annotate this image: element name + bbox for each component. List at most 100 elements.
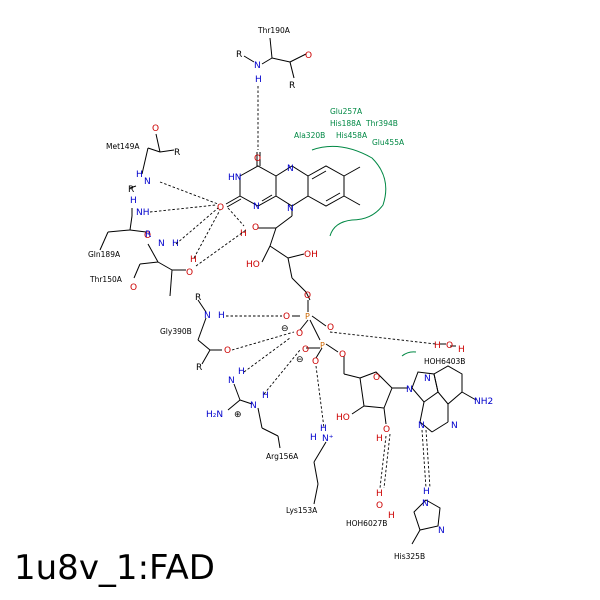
atom-h-gly390b: H (218, 311, 225, 321)
label-his458a: His458A (336, 131, 368, 140)
ribose-ring (351, 371, 408, 425)
atom-n5: N (287, 164, 294, 174)
label-met149a: Met149A (106, 142, 140, 151)
atom-o-p1b: O (296, 329, 303, 339)
atom-nh-gln189a: NH (136, 208, 150, 218)
atom-r-thr150a: R (145, 230, 151, 240)
structure-caption: 1u8v_1:FAD (14, 548, 215, 588)
atom-n-arg-nh1: N (228, 376, 235, 386)
label-gln189a: Gln189A (88, 250, 121, 259)
charge-minus-1: ⊖ (281, 324, 289, 334)
atom-o4-ribose: O (373, 373, 380, 383)
atom-nd1-his325b: N (422, 499, 429, 509)
atom-h2-lys: H (320, 424, 327, 434)
atom-p2: P (320, 341, 325, 350)
atom-h1-hoh6403b: H (434, 341, 441, 351)
residue-met149a (129, 133, 175, 189)
adenine-rings (411, 365, 477, 433)
atom-ne2-his325b: N (438, 526, 445, 536)
atom-n-arg-ne: N (250, 401, 257, 411)
atom-h-met149a: H (136, 170, 143, 180)
atom-o-p2a: O (302, 345, 309, 355)
label-his188a: His188A (330, 119, 362, 128)
atom-nh2-adenine: NH2 (474, 397, 493, 407)
residue-thr150a (133, 243, 186, 297)
atom-h-gln189a: H (130, 196, 137, 206)
atom-o5-ribityl: O (304, 291, 311, 301)
atom-h-thr150a: H (172, 239, 179, 249)
label-gly390b: Gly390B (160, 327, 192, 336)
isoalloxazine-rings (225, 152, 361, 229)
atom-h-ribityl: H (240, 229, 247, 239)
residue-gly390b (197, 299, 222, 365)
atom-n-met149a: N (144, 177, 151, 187)
atom-h2-hoh6403b: H (458, 345, 465, 355)
label-glu257a: Glu257A (330, 107, 363, 116)
atom-h2n-arg: H₂N (206, 410, 223, 420)
atom-o-met149a: O (152, 124, 159, 134)
atom-n10: N (287, 204, 294, 214)
atom-o-bridge: O (327, 323, 334, 333)
atom-h-arg-ne: H (262, 391, 269, 401)
atom-o-gly390b: O (224, 346, 231, 356)
atom-n9: N (406, 385, 413, 395)
label-ala320b: Ala320B (294, 131, 325, 140)
atom-nz-lys: N⁺ (322, 434, 334, 444)
atom-h-arg-nh1: H (238, 367, 245, 377)
atom-r2-met149a: R (128, 185, 134, 195)
atom-h1-lys: H (310, 433, 317, 443)
residue-arg156a (227, 383, 281, 449)
ribityl-chain (258, 227, 311, 301)
atom-o-p1a: O (283, 312, 290, 322)
charge-minus-2: ⊖ (296, 355, 304, 365)
atom-r-met149a: R (174, 148, 180, 158)
atom-n-thr150a: N (158, 239, 165, 249)
label-hoh6027b: HOH6027B (346, 519, 387, 528)
atom-o2-ribityl: O (252, 223, 259, 233)
charge-plus-arg: ⊕ (234, 410, 242, 420)
residue-hoh6403b (440, 343, 456, 347)
atom-o3-ribose: O (383, 425, 390, 435)
pyrophosphate (292, 300, 361, 379)
atom-r-thr190a: R (236, 50, 242, 60)
label-hoh6403b: HOH6403B (424, 357, 465, 366)
label-his325b: His325B (394, 552, 425, 561)
atom-p1: P (305, 312, 310, 321)
residue-gln189a (99, 208, 147, 251)
atom-o2: O (217, 203, 224, 213)
atom-h-thr190a: H (255, 75, 262, 85)
label-arg156a: Arg156A (266, 452, 299, 461)
atom-o-hoh6027b: O (376, 501, 383, 511)
atom-r2-thr190a: R (289, 81, 295, 91)
residue-thr190a (243, 37, 307, 79)
atom-h-his325b: H (423, 487, 430, 497)
atom-ho2-ribose: HO (336, 413, 350, 423)
atom-n7: N (424, 374, 431, 384)
atom-r2-gly390b: R (196, 363, 202, 373)
atom-r-gly390b: R (195, 293, 201, 303)
residue-his325b (411, 499, 441, 545)
atom-o-p2b: O (312, 357, 319, 367)
hydrophobic-arc-small (401, 351, 417, 357)
label-thr150a: Thr150A (89, 275, 123, 284)
atom-ho3-ribityl: HO (246, 260, 260, 270)
atom-n3: N (418, 421, 425, 431)
atom-o-hoh6403b: O (446, 341, 453, 351)
atom-n1-adenine: N (451, 421, 458, 431)
atom-n-gly390b: N (204, 311, 211, 321)
atom-o5-ribose: O (339, 350, 346, 360)
hydrophobic-arc (311, 145, 387, 237)
label-glu455a: Glu455A (372, 138, 405, 147)
atom-n1: N (253, 202, 260, 212)
atom-og-thr150a: O (186, 268, 193, 278)
atom-hn3: HN (228, 173, 242, 183)
atom-o-thr190a: O (305, 51, 312, 61)
label-thr190a: Thr190A (257, 26, 291, 35)
atom-oh4-ribityl: OH (304, 250, 318, 260)
atom-h1-hoh6027b: H (376, 489, 383, 499)
atom-n-thr190a: N (254, 61, 261, 71)
atom-h2-hoh6027b: H (388, 511, 395, 521)
atom-o4: O (254, 154, 261, 164)
atom-hg-thr150a: H (190, 255, 197, 265)
